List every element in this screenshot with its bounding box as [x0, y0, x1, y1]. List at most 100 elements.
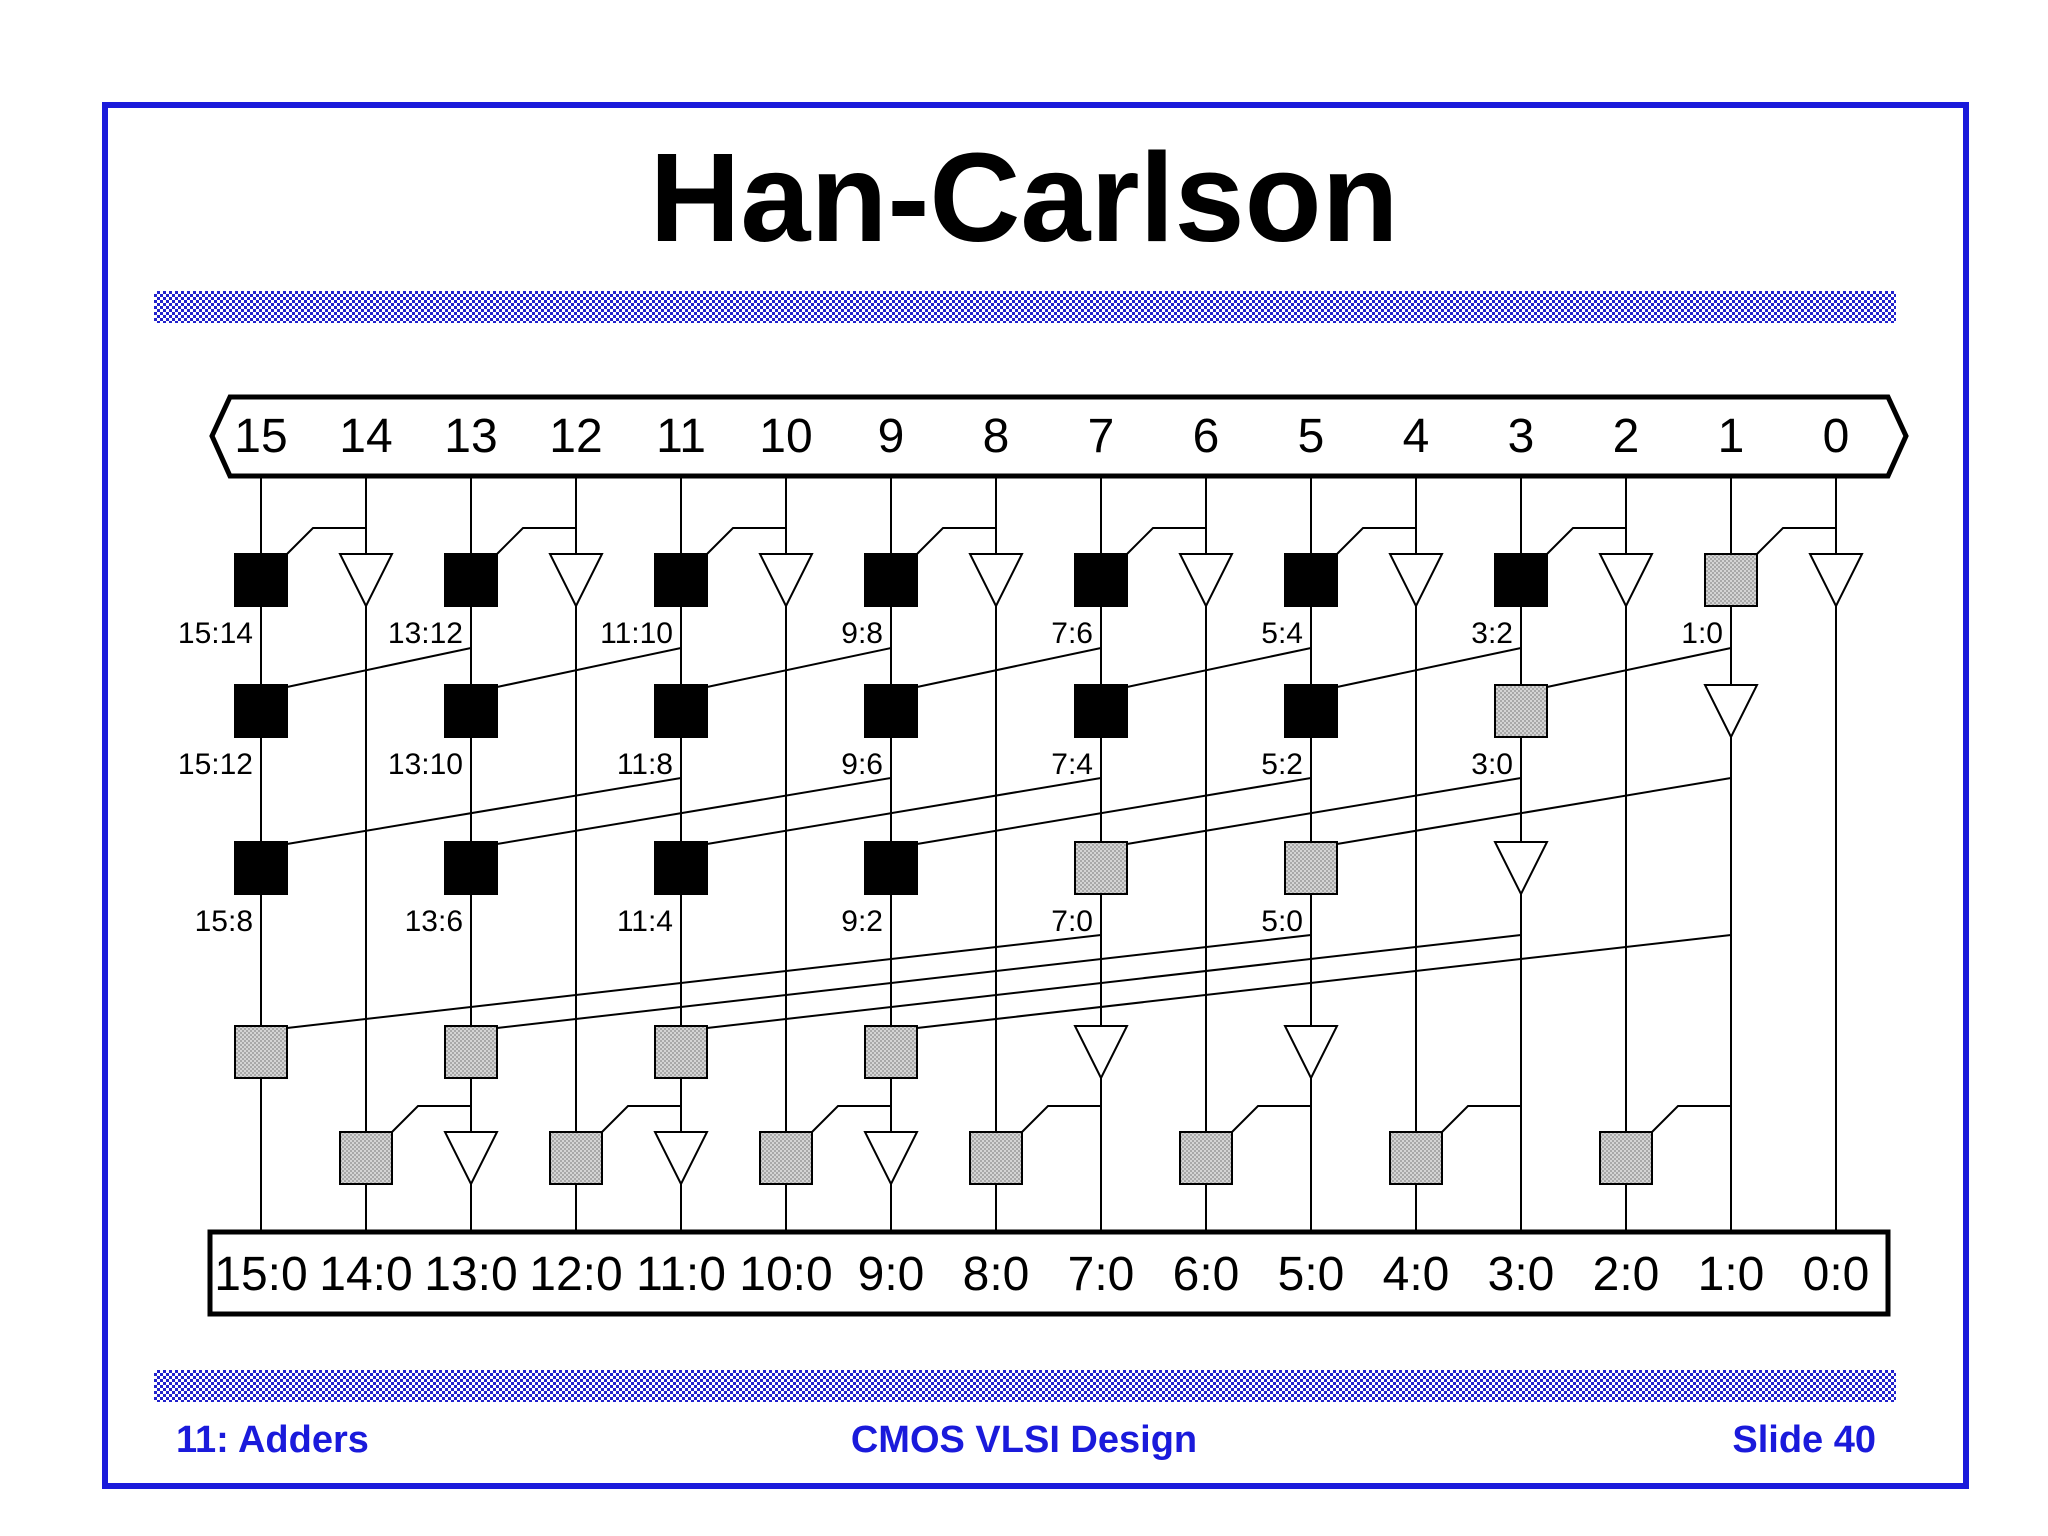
buffer-icon	[1283, 1025, 1339, 1081]
stage4-feed-wire	[496, 934, 1312, 1029]
black-cell-icon	[654, 684, 708, 738]
output-bit-label: 4:0	[1383, 1248, 1450, 1301]
input-bit-label: 0	[1823, 410, 1850, 463]
output-bus	[207, 1229, 1891, 1317]
black-cell-icon	[1284, 684, 1338, 738]
stage1-span-label: 5:4	[1261, 617, 1303, 650]
black-cell-icon	[864, 841, 918, 895]
output-bit-label: 3:0	[1488, 1248, 1555, 1301]
buffer-icon	[1178, 553, 1234, 609]
black-cell-icon	[234, 841, 288, 895]
stage3-feed-wire	[706, 777, 1102, 845]
gray-cell-icon	[339, 1131, 393, 1185]
black-cell-icon	[654, 841, 708, 895]
stage3-feed-wire	[916, 777, 1312, 845]
gray-cell-icon	[444, 1025, 498, 1079]
footer-left: 11: Adders	[176, 1419, 369, 1461]
slide-frame	[102, 102, 1969, 1489]
black-cell-icon	[444, 841, 498, 895]
footer-center: CMOS VLSI Design	[850, 1419, 1198, 1461]
black-cell-icon	[1284, 553, 1338, 607]
stage3-feed-wire	[1126, 777, 1522, 845]
output-bit-label: 9:0	[858, 1248, 925, 1301]
stage2-feed-wire	[1336, 647, 1522, 688]
stage3-span-label: 7:0	[1051, 905, 1093, 938]
input-bit-label: 14	[339, 410, 392, 463]
stage1-feed-wire	[706, 527, 786, 555]
final-feed-wire	[601, 1105, 681, 1133]
black-cell-icon	[864, 684, 918, 738]
stage1-feed-wire	[496, 527, 576, 555]
input-bit-label: 6	[1193, 410, 1220, 463]
buffer-icon	[1493, 841, 1549, 897]
stage4-feed-wire	[706, 934, 1522, 1029]
stage3-span-label: 13:6	[405, 905, 463, 938]
stage2-feed-wire	[706, 647, 892, 688]
buffer-icon	[758, 553, 814, 609]
buffer-icon	[653, 1131, 709, 1187]
output-bit-label: 8:0	[963, 1248, 1030, 1301]
stage1-feed-wire	[1756, 527, 1836, 555]
gray-cell-icon	[759, 1131, 813, 1185]
stage1-span-label: 15:14	[178, 617, 253, 650]
input-bit-label: 2	[1613, 410, 1640, 463]
stage1-span-label: 11:10	[600, 617, 673, 650]
buffer-icon	[968, 553, 1024, 609]
gray-cell-icon	[1704, 553, 1758, 607]
black-cell-icon	[444, 684, 498, 738]
stage2-span-label: 3:0	[1471, 748, 1513, 781]
final-feed-wire	[1231, 1105, 1311, 1133]
buffer-icon	[1703, 684, 1759, 740]
buffer-icon	[1388, 553, 1444, 609]
black-cell-icon	[444, 553, 498, 607]
black-cell-icon	[234, 553, 288, 607]
output-bit-label: 5:0	[1278, 1248, 1345, 1301]
input-bit-label: 12	[549, 410, 602, 463]
stage2-feed-wire	[1546, 647, 1732, 688]
gray-cell-icon	[549, 1131, 603, 1185]
checker-divider-bottom	[154, 1370, 1896, 1402]
buffer-icon	[1598, 553, 1654, 609]
stage3-span-label: 11:4	[617, 905, 673, 938]
slide-title: Han-Carlson	[649, 127, 1399, 268]
stage2-feed-wire	[916, 647, 1102, 688]
input-bus	[209, 394, 1909, 479]
buffer-icon	[443, 1131, 499, 1187]
stage1-span-label: 9:8	[841, 617, 883, 650]
black-cell-icon	[1074, 553, 1128, 607]
gray-cell-icon	[969, 1131, 1023, 1185]
stage2-span-label: 7:4	[1051, 748, 1093, 781]
black-cell-icon	[1494, 553, 1548, 607]
output-bit-label: 0:0	[1803, 1248, 1870, 1301]
stage2-span-label: 5:2	[1261, 748, 1303, 781]
buffer-icon	[338, 553, 394, 609]
buffer-icon	[863, 1131, 919, 1187]
gray-cell-icon	[1599, 1131, 1653, 1185]
output-bit-label: 13:0	[424, 1248, 517, 1301]
stage4-feed-wire	[286, 934, 1102, 1029]
cell-layer	[207, 394, 1909, 1317]
input-bit-label: 10	[759, 410, 812, 463]
black-cell-icon	[234, 684, 288, 738]
final-feed-wire	[811, 1105, 891, 1133]
gray-cell-icon	[1179, 1131, 1233, 1185]
gray-cell-icon	[1494, 684, 1548, 738]
output-bit-label: 2:0	[1593, 1248, 1660, 1301]
stage1-span-label: 1:0	[1681, 617, 1723, 650]
input-bit-label: 4	[1403, 410, 1430, 463]
buffer-icon	[1808, 553, 1864, 609]
gray-cell-icon	[1284, 841, 1338, 895]
output-bit-label: 6:0	[1173, 1248, 1240, 1301]
final-feed-wire	[1441, 1105, 1521, 1133]
stage3-feed-wire	[286, 777, 682, 845]
stage3-feed-wire	[1336, 777, 1732, 845]
stage2-span-label: 13:10	[388, 748, 463, 781]
buffer-icon	[1073, 1025, 1129, 1081]
gray-cell-icon	[654, 1025, 708, 1079]
checker-divider-top	[154, 291, 1896, 323]
stage1-feed-wire	[286, 527, 366, 555]
gray-cell-icon	[234, 1025, 288, 1079]
stage1-feed-wire	[1126, 527, 1206, 555]
